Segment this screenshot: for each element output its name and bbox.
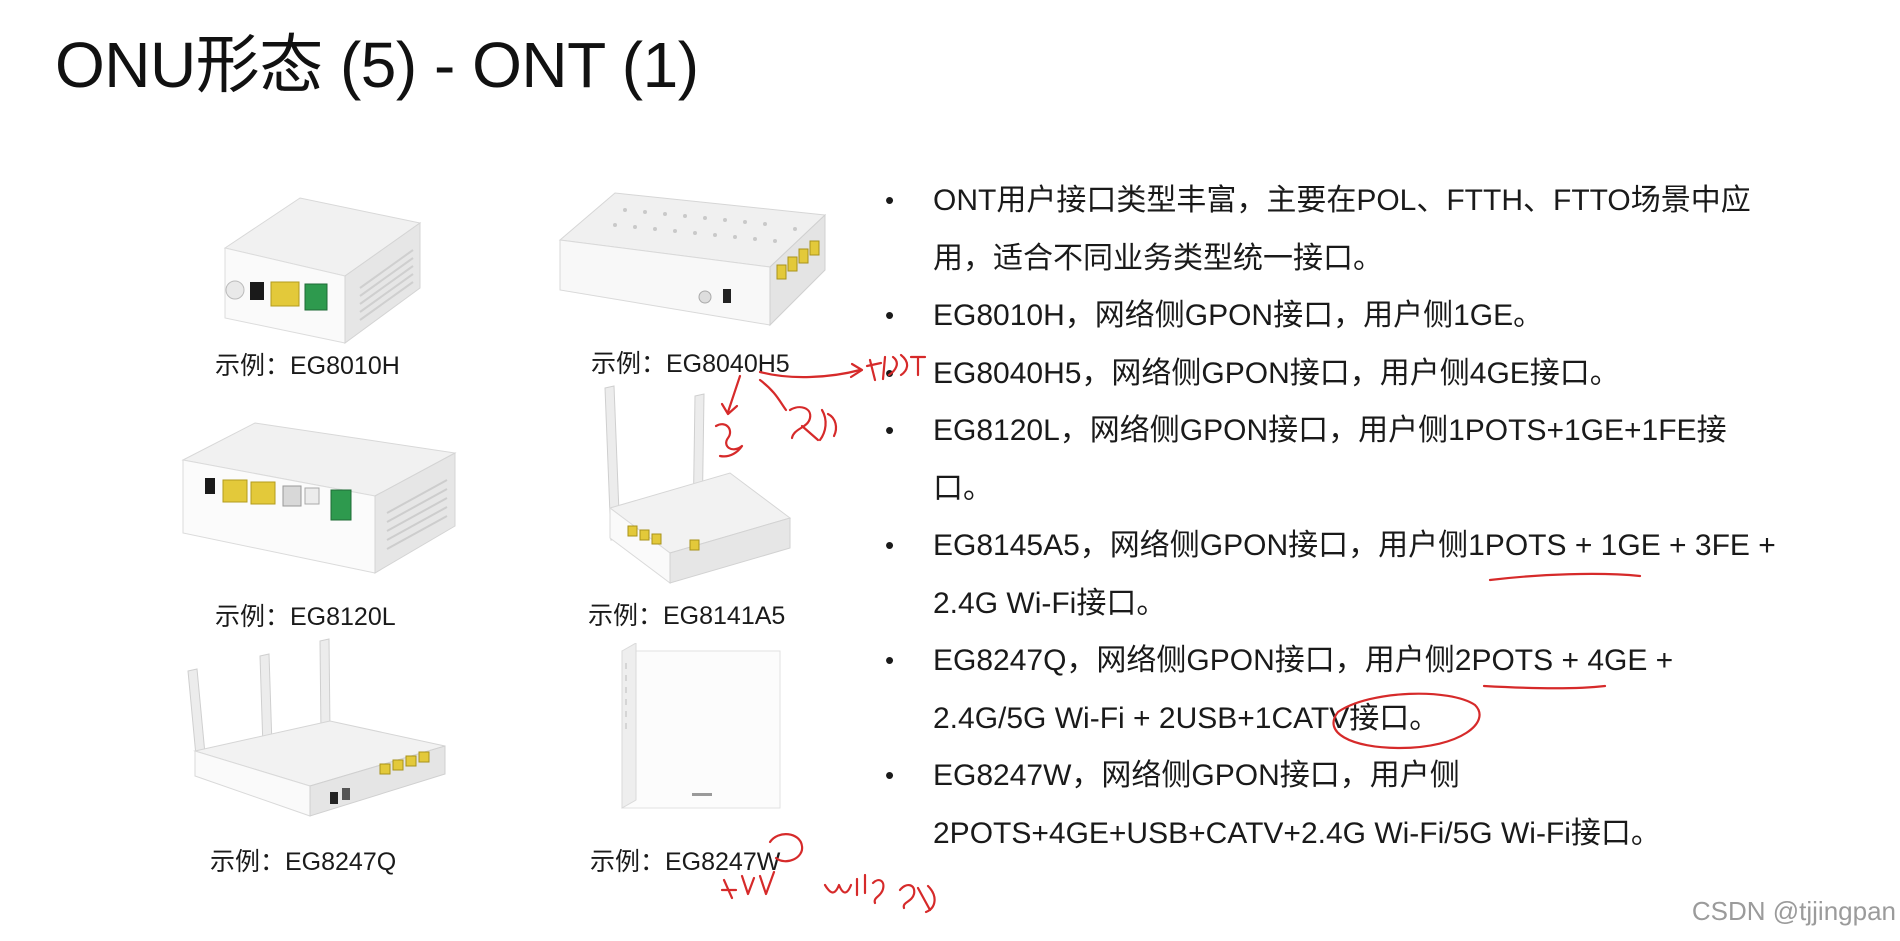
bullet-item: EG8010H，网络侧GPON接口，用户侧1GE。 [885,287,1785,345]
device-image-eg8247q [180,636,455,826]
annotation-scribble [823,873,885,905]
bullet-item: EG8120L，网络侧GPON接口，用户侧1POTS+1GE+1FE接口。 [885,402,1785,517]
device-caption: 示例：EG8141A5 [588,602,786,630]
csdn-watermark: CSDN @tjjingpan [1691,896,1896,926]
annotation-arrow [849,362,864,379]
device-image-eg8120l [175,418,460,578]
device-caption: 示例：EG8247Q [210,848,397,876]
feature-bullet-list: ONT用户接口类型丰富，主要在POL、FTTH、FTTO场景中应用，适合不同业务… [885,172,1785,862]
device-caption: 示例：EG8040H5 [591,350,790,378]
annotation-scribble [898,884,936,914]
device-image-eg8010h [205,178,430,348]
device-image-eg8141a5 [590,378,805,588]
page-title: ONU形态 (5) - ONT (1) [55,29,699,101]
bullet-item: EG8247Q，网络侧GPON接口，用户侧2POTS + 4GE + 2.4G/… [885,632,1785,747]
device-caption: 示例：EG8120L [215,603,396,631]
device-caption: 示例：EG8247W [590,848,781,876]
device-image-eg8040h5 [555,185,830,335]
device-image-eg8247w [612,643,792,818]
bullet-item: EG8247W，网络侧GPON接口，用户侧2POTS+4GE+USB+CATV+… [885,747,1785,862]
bullet-item: EG8040H5，网络侧GPON接口，用户侧4GE接口。 [885,345,1785,403]
device-caption: 示例：EG8010H [215,352,400,380]
bullet-item: EG8145A5，网络侧GPON接口，用户侧1POTS + 1GE + 3FE … [885,517,1785,632]
bullet-item: ONT用户接口类型丰富，主要在POL、FTTH、FTTO场景中应用，适合不同业务… [885,172,1785,287]
